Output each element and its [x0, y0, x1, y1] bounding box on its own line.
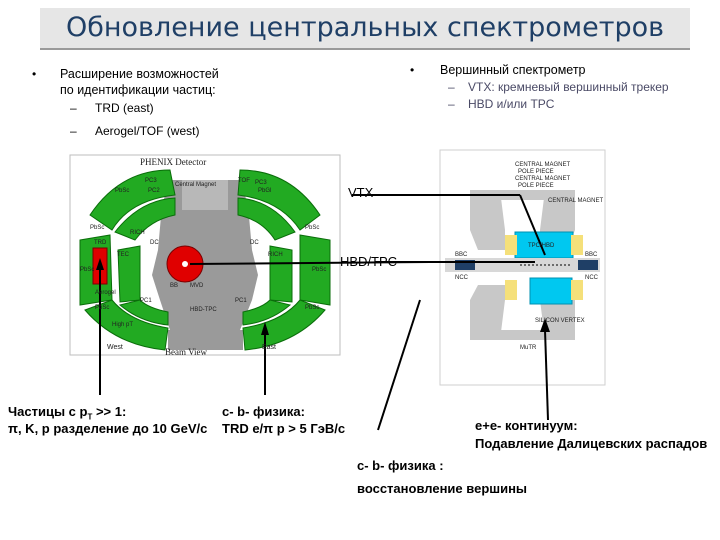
- right-item-hbd: HBD и/или TPC: [468, 97, 555, 111]
- page-title: Обновление центральных спектрометров: [65, 12, 665, 43]
- right-item-vtx: VTX: кремневый вершинный трекер: [468, 80, 669, 94]
- west-label: West: [107, 344, 123, 351]
- vtx-tiny-label: POLE PIECE: [518, 183, 554, 189]
- pointer-lines: [99, 194, 549, 431]
- dash: –: [70, 124, 77, 138]
- bottom-right-line2: Подавление Далицевских распадов: [475, 436, 708, 451]
- label-central-magnet: Central Magnet: [175, 182, 217, 188]
- east-label: East: [262, 344, 277, 351]
- label-high-pt: High pT: [112, 322, 134, 328]
- label-tec: TEC: [117, 252, 129, 258]
- bottom-center-line2: восстановление вершины: [357, 481, 528, 496]
- label-bb: BB: [170, 283, 179, 289]
- central-magnet: [152, 180, 258, 350]
- vtx-tiny-label: BBC: [455, 252, 468, 258]
- left-heading-line1: Расширение возможностей: [60, 67, 219, 81]
- beam-pipe: [182, 261, 188, 267]
- title-bar: Обновление центральных спектрометров: [40, 8, 690, 50]
- bottom-left-line1: Частицы с pT >> 1:: [8, 404, 127, 422]
- arrow-heads: [96, 258, 550, 335]
- label-pbsc: PbSc: [90, 225, 105, 231]
- bullet-dot: •: [410, 63, 415, 77]
- vtx-label: VTX: [348, 185, 374, 200]
- label-pbsc: PbSc: [312, 267, 327, 273]
- left-item-trd: TRD (east): [95, 101, 154, 115]
- bullet-dot: •: [32, 67, 37, 81]
- hbd-tpc-label: HBD/TPC: [340, 254, 398, 269]
- beam-view-label: Beam View: [165, 347, 208, 357]
- vtx-tiny-label: CENTRAL MAGNET: [515, 162, 571, 168]
- bbc-left: [455, 260, 475, 270]
- vtx-tiny-label: MuTR: [520, 345, 537, 351]
- label-pbsc: PbSc: [115, 188, 130, 194]
- label-pc1: PC1: [140, 298, 152, 304]
- dash: –: [448, 80, 455, 94]
- bottom-mid-line2: TRD e/π p > 5 ГэВ/с: [222, 421, 346, 436]
- vtx-yellow-right: [571, 235, 583, 255]
- label-mvd: MVD: [190, 283, 204, 289]
- vtx-tiny-label: SILICON VERTEX: [535, 318, 585, 324]
- label-rich: RICH: [130, 230, 145, 236]
- label-pbsc: PbSc: [80, 267, 95, 273]
- label-pbsc: PbSc: [305, 225, 320, 231]
- east-arm: [237, 169, 331, 351]
- label-pc2: PC2: [148, 188, 160, 194]
- vtx-yellow-left-low: [505, 280, 517, 300]
- dash: –: [70, 101, 77, 115]
- label-pc3: PC3: [145, 178, 157, 184]
- label-aerogel: Aerogel: [95, 290, 116, 296]
- vtx-yellow-right-low: [571, 280, 583, 300]
- vtx-tiny-label: CENTRAL MAGNET: [515, 176, 571, 182]
- bottom-right-line1: e+e- континуум:: [475, 418, 578, 433]
- label-pbsc: PbSc: [305, 305, 320, 311]
- vtx-tiny-label: BBC: [585, 252, 598, 258]
- right-heading: Вершинный спектрометр: [440, 63, 586, 77]
- label-pbsc: PbSc: [95, 305, 110, 311]
- phenix-title: PHENIX Detector: [140, 157, 207, 167]
- left-item-aerogel: Aerogel/TOF (west): [95, 124, 200, 138]
- bottom-center-line1: c- b- физика :: [357, 458, 444, 473]
- vtx-tiny-label: CENTRAL MAGNET: [548, 198, 604, 204]
- vtx-tiny-label: POLE PIECE: [518, 169, 554, 175]
- vtx-tiny-label: NCC: [455, 275, 468, 281]
- left-heading-line2: по идентификации частиц:: [60, 83, 216, 97]
- label-tof: TOF: [238, 178, 250, 184]
- bottom-left-line2: π, K, p разделение до 10 GeV/c: [8, 421, 208, 436]
- label-trd: TRD: [94, 240, 107, 246]
- label-pc1: PC1: [235, 298, 247, 304]
- label-hbd-tpc: HBD-TPC: [190, 307, 217, 313]
- vtx-tiny-label: NCC: [585, 275, 598, 281]
- bottom-mid-line1: c- b- физика:: [222, 404, 305, 419]
- vtx-cyan-lower: [529, 277, 573, 305]
- vtx-tiny-label: TPC/HBD: [528, 243, 555, 249]
- label-dc: DC: [250, 240, 259, 246]
- label-rich: RICH: [268, 252, 283, 258]
- dash: –: [448, 97, 455, 111]
- label-pbgl: PbGl: [258, 188, 272, 194]
- label-dc: DC: [150, 240, 159, 246]
- bbc-right: [578, 260, 598, 270]
- vtx-yellow-left: [505, 235, 517, 255]
- label-pc3: PC3: [255, 180, 267, 186]
